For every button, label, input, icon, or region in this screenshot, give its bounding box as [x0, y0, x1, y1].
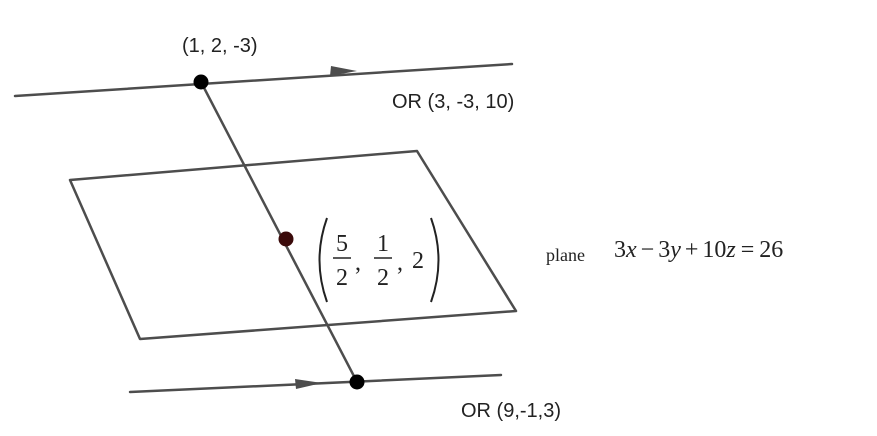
midpoint-y-denominator: 2: [377, 265, 389, 291]
comma-2: ,: [397, 250, 403, 276]
var-y: y: [668, 237, 681, 263]
var-z: z: [725, 237, 736, 263]
coef-b: 3: [658, 237, 670, 263]
point-bottom: [349, 374, 365, 390]
label-point-top: (1, 2, -3): [182, 35, 258, 57]
coef-c: 10: [702, 237, 726, 263]
midpoint-x-denominator: 2: [336, 265, 348, 291]
bottom-line-arrow: [295, 379, 322, 389]
label-direction-bottom: OR (9,-1,3): [461, 400, 561, 422]
op-plus: +: [685, 237, 699, 263]
plane-parallelogram: [68, 149, 518, 341]
label-direction-top: OR (3, -3, 10): [392, 91, 514, 113]
midpoint-coordinates: 5 2 , 1 2 , 2: [318, 217, 440, 303]
plane-equation: 3x−3y+10z=26: [614, 237, 783, 263]
midpoint-x-numerator: 5: [336, 231, 348, 257]
plane-label: plane: [546, 245, 585, 265]
comma-1: ,: [355, 250, 361, 276]
paren-right: [430, 217, 440, 303]
top-line: [13, 62, 514, 98]
point-top: [193, 74, 209, 90]
point-midpoint: [278, 231, 294, 247]
rhs-value: 26: [759, 237, 783, 263]
op-equals: =: [741, 237, 755, 263]
coef-a: 3: [614, 237, 626, 263]
var-x: x: [625, 237, 637, 263]
top-line-arrow: [330, 66, 357, 76]
midpoint-y-numerator: 1: [377, 231, 389, 257]
op-minus: −: [641, 237, 655, 263]
paren-left: [318, 217, 328, 303]
connecting-segment: [199, 80, 359, 384]
midpoint-z: 2: [412, 248, 424, 274]
